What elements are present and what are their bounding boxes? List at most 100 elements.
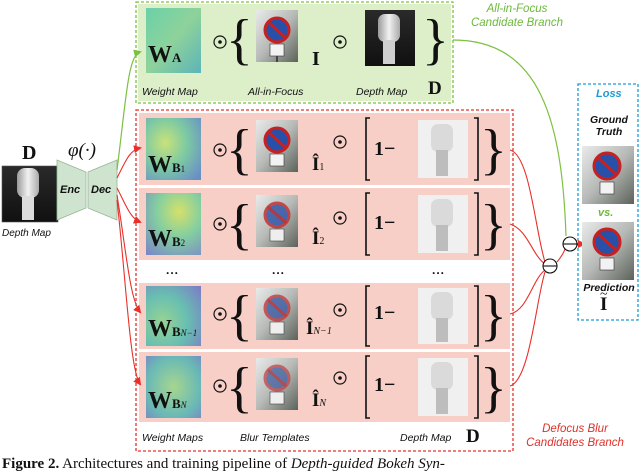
weight-a-symbol: WA bbox=[148, 42, 181, 69]
prediction-image bbox=[582, 222, 634, 280]
input-depth-caption: Depth Map bbox=[2, 228, 51, 239]
red-depth-map-1-image bbox=[418, 120, 468, 178]
red-label-blur-templates: Blur Templates bbox=[240, 432, 310, 444]
caption-italic: Depth-guided Bokeh Syn- bbox=[290, 456, 445, 472]
green-brace-right: } bbox=[422, 9, 449, 71]
weight-b1-sub: B bbox=[172, 160, 181, 175]
one-minus-2: 1− bbox=[374, 212, 396, 234]
weight-map-b2-image bbox=[146, 193, 201, 255]
weight-map-a-image bbox=[146, 8, 201, 73]
odot-operators bbox=[213, 35, 347, 393]
weight-bn1-subsub: N−1 bbox=[180, 328, 198, 338]
weight-bn1-symbol: WBN−1 bbox=[148, 316, 198, 342]
ground-truth-line2: Truth bbox=[595, 126, 623, 138]
green-label-weight-map: Weight Map bbox=[142, 86, 198, 98]
red-brace-left-1: { bbox=[226, 119, 253, 181]
loss-box bbox=[577, 83, 639, 321]
one-minus-4: 1− bbox=[374, 374, 396, 396]
red-depth-map-2-image bbox=[418, 195, 468, 253]
ellipsis-depth: ... bbox=[432, 263, 446, 277]
input-depth-symbol: D bbox=[22, 142, 37, 164]
red-depth-map-n1-image bbox=[418, 288, 468, 344]
red-brace-left-3: { bbox=[226, 285, 253, 347]
weight-b2-subsub: 2 bbox=[180, 238, 186, 248]
encoder-label: Enc bbox=[60, 184, 81, 196]
merge-circle-red bbox=[542, 258, 558, 274]
arrow-to-green bbox=[116, 49, 142, 171]
weight-b2-sub: B bbox=[172, 234, 181, 249]
figure-caption: Figure 2. Architectures and training pip… bbox=[2, 456, 445, 473]
blur-template-2-image bbox=[256, 195, 298, 247]
phi-symbol: φ(·) bbox=[68, 140, 96, 161]
red-depth-symbol: D bbox=[466, 426, 480, 447]
decoder-label: Dec bbox=[91, 184, 112, 196]
caption-text: Architectures and training pipeline of bbox=[59, 456, 291, 472]
green-branch-title-line2: Candidate Branch bbox=[470, 17, 564, 29]
merge-circle-green bbox=[562, 236, 578, 252]
weight-bn-subsub: N bbox=[180, 400, 187, 410]
blur-n-sub: N bbox=[319, 398, 327, 409]
green-label-depth-map: Depth Map bbox=[356, 86, 408, 98]
weight-a-w: W bbox=[148, 42, 172, 68]
red-out-arrow-3 bbox=[509, 269, 546, 315]
red-branch-title-line2: Candidates Branch bbox=[526, 437, 624, 449]
red-label-weight-maps: Weight Maps bbox=[142, 432, 204, 444]
red-depth-map-n-image bbox=[418, 358, 468, 416]
weight-map-bn1-image bbox=[146, 286, 201, 346]
green-branch-title-line1: All-in-Focus bbox=[486, 3, 548, 15]
arrow-to-red-4 bbox=[116, 199, 142, 386]
red-brace-right-3: } bbox=[480, 285, 507, 347]
green-depth-symbol: D bbox=[428, 78, 442, 99]
arrow-to-red-1 bbox=[116, 145, 142, 179]
green-label-all-in-focus: All-in-Focus bbox=[248, 86, 304, 98]
blur-n-symbol: ÎN bbox=[312, 390, 327, 411]
all-in-focus-image bbox=[256, 10, 298, 62]
blur-template-n1-image bbox=[256, 288, 298, 340]
blur-n1-symbol: ÎN−1 bbox=[306, 318, 332, 339]
weight-bn-sub: B bbox=[172, 396, 181, 411]
red-brace-left-4: { bbox=[226, 357, 253, 419]
ground-truth-line1: Ground bbox=[590, 114, 628, 126]
encoder-shape bbox=[56, 159, 87, 221]
blur-1-sub: 1 bbox=[319, 162, 325, 173]
ellipsis-weights: ... bbox=[166, 263, 180, 277]
red-brace-right-1: } bbox=[480, 119, 507, 181]
red-out-arrow-1 bbox=[509, 149, 546, 263]
red-brace-right-4: } bbox=[480, 357, 507, 419]
green-branch-title: All-in-Focus Candidate Branch bbox=[452, 2, 582, 30]
weight-b1-symbol: WB1 bbox=[148, 152, 186, 178]
vs-label: vs. bbox=[598, 207, 614, 219]
blur-2-sub: 2 bbox=[319, 236, 325, 247]
ground-truth-label: Ground Truth bbox=[580, 114, 638, 138]
green-depth-map-image bbox=[365, 10, 415, 66]
red-branch-title: Defocus Blur Candidates Branch bbox=[514, 422, 636, 450]
weight-bn1-sub: B bbox=[172, 324, 181, 339]
green-out-arrow bbox=[452, 39, 567, 237]
weight-a-sub: A bbox=[172, 50, 182, 65]
red-out-arrow-4 bbox=[509, 271, 546, 387]
ground-truth-image bbox=[582, 146, 634, 204]
green-brace-left: { bbox=[226, 9, 253, 71]
caption-figure-label: Figure 2. bbox=[2, 456, 60, 472]
weight-map-bn-image bbox=[146, 356, 201, 418]
red-label-depth-map: Depth Map bbox=[400, 432, 452, 444]
blur-template-n-image bbox=[256, 358, 298, 410]
red-square-brackets bbox=[365, 117, 479, 419]
decoder-shape bbox=[87, 159, 118, 221]
blur-n1-sub: N−1 bbox=[313, 326, 332, 337]
prediction-symbol: I bbox=[600, 294, 608, 315]
prediction-tilde: ~ bbox=[600, 287, 608, 302]
red-branch-box bbox=[135, 109, 514, 452]
blur-2-symbol: Î2 bbox=[312, 228, 325, 249]
arrow-to-red-3 bbox=[116, 194, 142, 314]
prediction-label: Prediction bbox=[583, 282, 635, 294]
blur-template-1-image bbox=[256, 120, 298, 172]
red-out-arrow-2 bbox=[509, 223, 546, 265]
weight-bn-symbol: WBN bbox=[148, 388, 187, 414]
ellipsis-templates: ... bbox=[272, 263, 286, 277]
red-brace-right-2: } bbox=[480, 194, 507, 256]
all-in-focus-symbol: I bbox=[312, 48, 320, 70]
one-minus-3: 1− bbox=[374, 302, 396, 324]
weight-b1-subsub: 1 bbox=[180, 164, 186, 174]
